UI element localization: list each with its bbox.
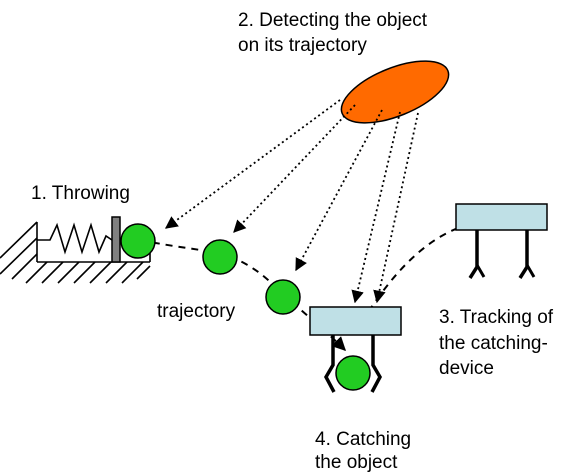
catcher-tracking-left-finger: [468, 230, 479, 279]
sensor-ellipse: [340, 60, 450, 124]
detection-ray-3: [295, 109, 383, 272]
step4-label-line2: the object: [315, 452, 398, 473]
catcher-tracking-left-tip: [475, 264, 486, 278]
step1-label: 1. Throwing: [31, 183, 130, 204]
catcher-catching-body: [309, 306, 402, 336]
launcher-stopper: [111, 216, 121, 263]
step3-label-line2: the catching-: [439, 333, 548, 354]
trajectory-label: trajectory: [157, 301, 236, 322]
ball-midflight-1: [202, 239, 238, 275]
catcher-tracking-body: [455, 203, 548, 231]
detection-ray-4: [351, 111, 401, 304]
ball-caught: [335, 355, 371, 391]
ball-launch: [120, 223, 156, 259]
launcher-spring: [37, 222, 113, 255]
step2-label-line1: 2. Detecting the object: [238, 10, 428, 31]
catcher-catching: [309, 306, 402, 393]
step4-label-line1: 4. Catching: [315, 429, 412, 450]
catcher-tracking-right-finger: [518, 230, 529, 279]
catcher-catching-right-finger: [370, 335, 383, 393]
launcher-base: [0, 221, 151, 284]
step3-label-line1: 3. Tracking of: [439, 307, 554, 328]
trajectory-path: [139, 239, 346, 351]
catcher-tracking: [455, 203, 548, 279]
detection-rays: [164, 99, 419, 304]
step3-label-line3: device: [439, 358, 494, 379]
detection-ray-2: [233, 104, 356, 233]
step2-label-line2: on its trajectory: [238, 35, 367, 56]
catcher-catching-left-finger: [323, 335, 336, 393]
ball-midflight-2: [265, 279, 301, 315]
catcher-tracking-right-tip: [525, 264, 536, 278]
detection-ray-1: [164, 99, 341, 229]
detection-ray-5: [373, 112, 419, 304]
